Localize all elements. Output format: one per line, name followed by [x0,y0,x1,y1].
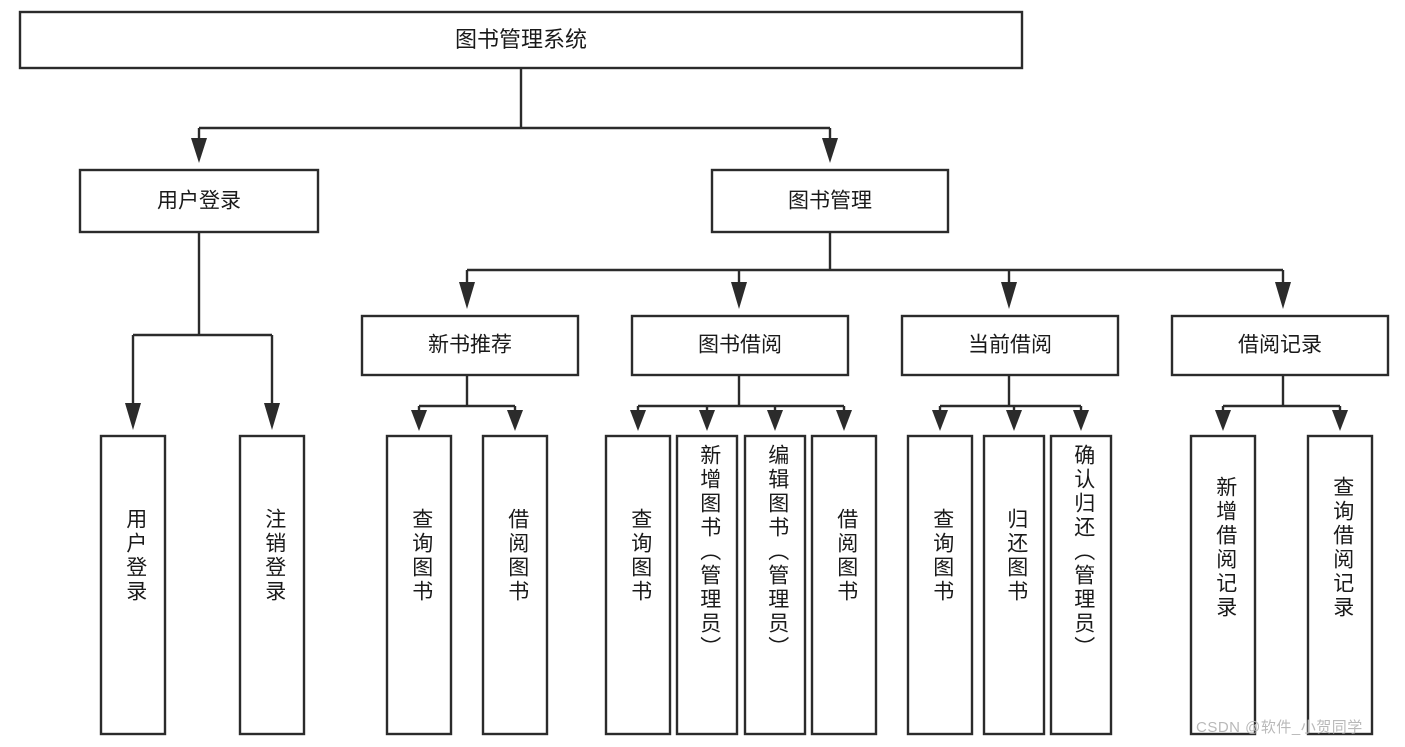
arrow-to-leaf-query-book-1 [411,410,427,431]
arrow-to-leaf-query-book-3 [932,410,948,431]
node-root[interactable]: 图书管理系统 [18,10,1024,70]
node-user-login-box[interactable] [78,168,320,234]
leaf-box-user-login[interactable] [99,434,167,736]
leaf-box-query-book-1[interactable] [385,434,453,736]
arrow-to-leaf-add-book [699,410,715,431]
node-book-borrow-box[interactable] [630,314,850,377]
node-current-borrow-box[interactable] [900,314,1120,377]
arrow-to-new-book-recommend [459,282,475,309]
node-current-borrow-label: 当前借阅 [968,334,1052,357]
node-book-manage-label: 图书管理 [788,190,872,213]
node-current-borrow[interactable]: 当前借阅 [900,314,1120,377]
arrow-to-book-borrow [731,282,747,309]
arrow-to-book-manage [822,138,838,163]
arrow-to-leaf-return-book [1006,410,1022,431]
leaf-box-borrow-book-2[interactable] [810,434,878,736]
watermark-text: CSDN @软件_小贺同学 [1196,719,1363,736]
arrow-to-leaf-borrow-book-1 [507,410,523,431]
connector-group-current-borrow [932,375,1089,431]
arrow-to-leaf-borrow-book-2 [836,410,852,431]
leaf-box-confirm-return[interactable] [1049,434,1113,736]
leaf-box-return-book[interactable] [982,434,1046,736]
arrow-to-leaf-user-login [125,403,141,430]
node-borrow-record[interactable]: 借阅记录 [1170,314,1390,377]
leaf-box-query-record[interactable] [1306,434,1374,736]
arrow-to-leaf-query-record [1332,410,1348,431]
arrow-to-borrow-record [1275,282,1291,309]
node-book-manage-box[interactable] [710,168,950,234]
arrow-to-leaf-confirm-return [1073,410,1089,431]
leaf-box-query-book-3[interactable] [906,434,974,736]
node-new-book-recommend[interactable]: 新书推荐 [360,314,580,377]
node-user-login[interactable]: 用户登录 [78,168,320,234]
arrow-to-leaf-edit-book [767,410,783,431]
leaf-box-logout[interactable] [238,434,306,736]
arrow-to-leaf-query-book-2 [630,410,646,431]
connector-group-new-book-recommend [411,375,523,431]
connector-group-book-borrow [630,375,852,431]
leaf-box-query-book-2[interactable] [604,434,672,736]
connector-group-root [191,68,838,163]
leaf-box-borrow-book-1[interactable] [481,434,549,736]
leaf-box-add-book[interactable] [675,434,739,736]
arrow-to-user-login [191,138,207,163]
node-book-manage[interactable]: 图书管理 [710,168,950,234]
arrow-to-leaf-add-record [1215,410,1231,431]
connector-group-borrow-record [1215,375,1348,431]
node-book-borrow-label: 图书借阅 [698,334,782,357]
node-user-login-label: 用户登录 [157,190,241,213]
arrow-to-leaf-logout [264,403,280,430]
node-borrow-record-label: 借阅记录 [1238,334,1322,357]
node-new-book-recommend-box[interactable] [360,314,580,377]
leaf-box-edit-book[interactable] [743,434,807,736]
leaf-box-add-record[interactable] [1189,434,1257,736]
arrow-to-current-borrow [1001,282,1017,309]
node-root-box[interactable] [18,10,1024,70]
connector-group-user-login [125,232,280,430]
node-root-label: 图书管理系统 [455,27,587,52]
node-borrow-record-box[interactable] [1170,314,1390,377]
node-book-borrow[interactable]: 图书借阅 [630,314,850,377]
connector-group-book-manage [459,232,1291,309]
leaf-boxes [99,434,1374,736]
node-new-book-recommend-label: 新书推荐 [428,334,512,357]
